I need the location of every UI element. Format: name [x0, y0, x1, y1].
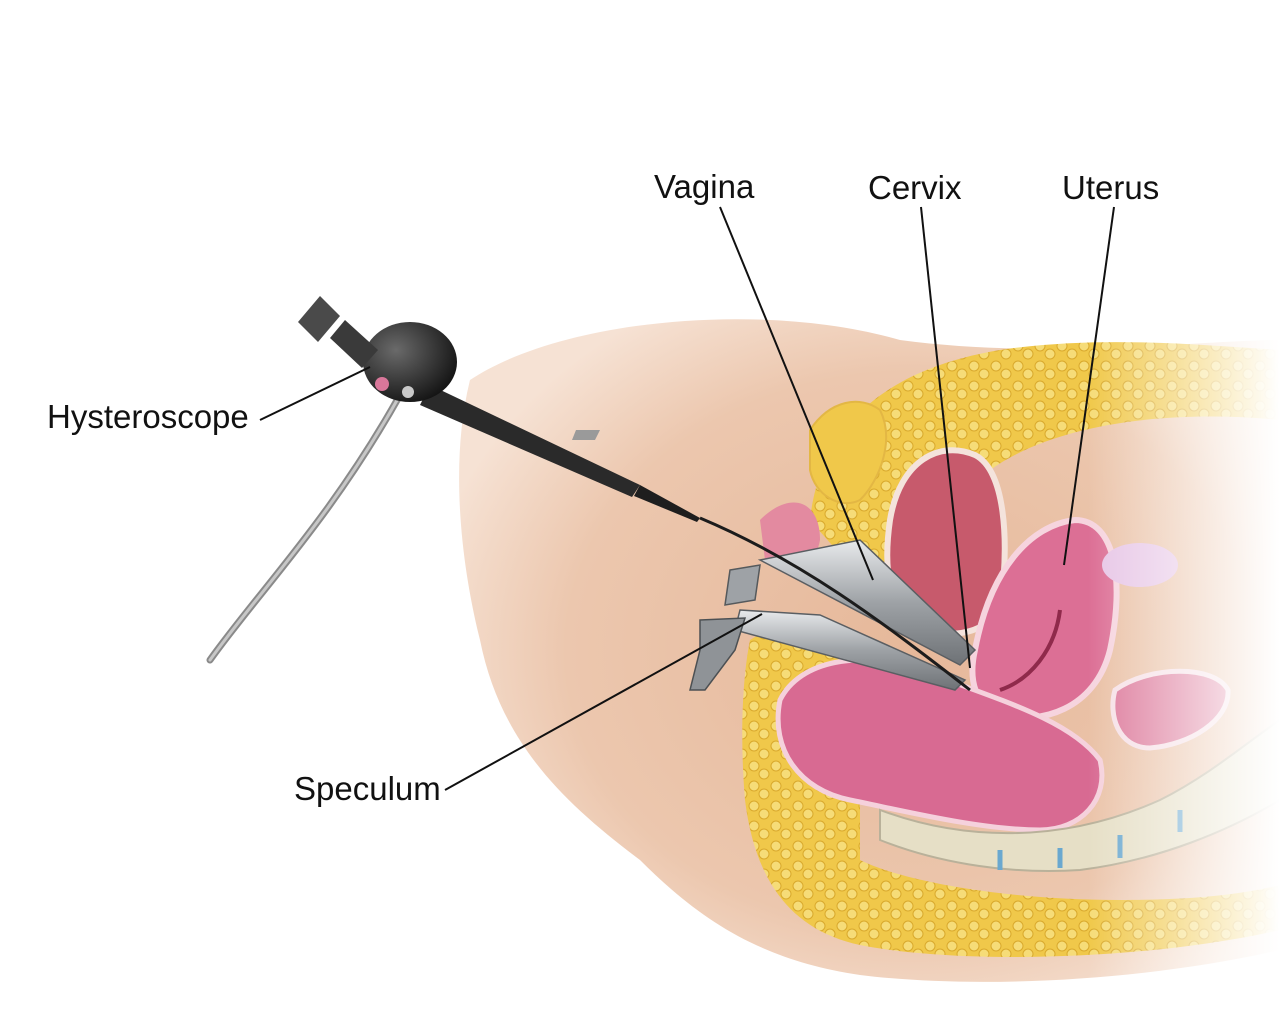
vagina-label: Vagina: [654, 168, 755, 205]
vagina-leader-line: [719, 206, 874, 581]
cervix-label: Cervix: [868, 169, 962, 206]
speculum-leader-line: [444, 613, 763, 791]
speculum-label: Speculum: [294, 770, 441, 807]
hysteroscope-leader-line: [259, 366, 371, 421]
hysteroscope-label: Hysteroscope: [47, 398, 249, 435]
uterus-label: Uterus: [1062, 169, 1160, 206]
leader-lines: [259, 206, 1115, 791]
uterus-leader-line: [1063, 206, 1115, 566]
cervix-leader-line: [920, 206, 971, 669]
